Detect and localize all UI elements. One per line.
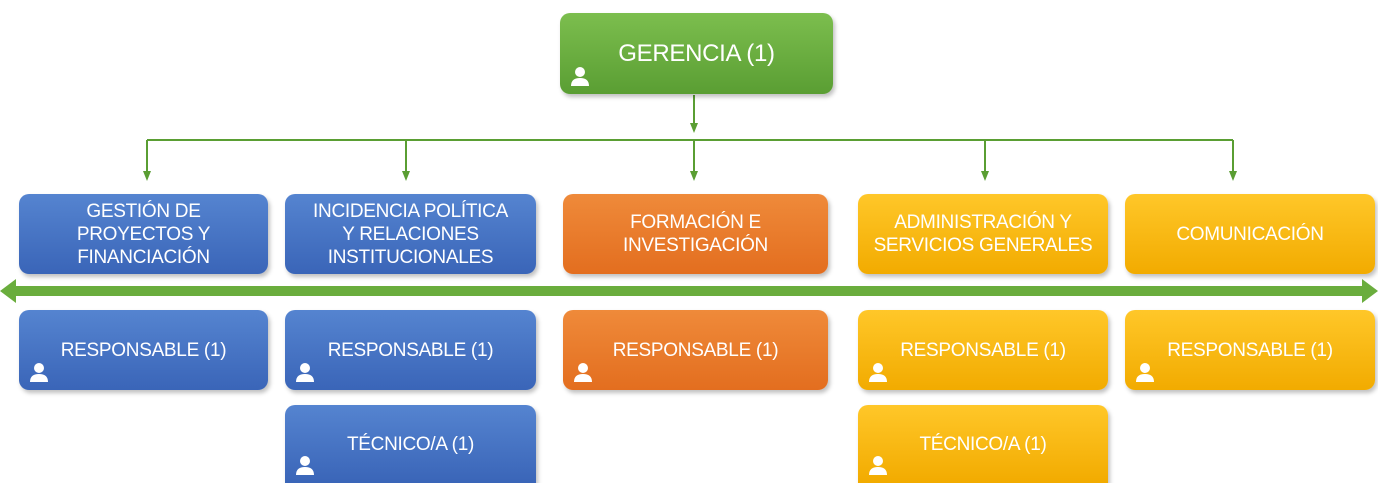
- role-responsable-formacion: RESPONSABLE (1): [563, 310, 828, 390]
- person-icon: [1136, 363, 1154, 382]
- dept-label: ADMINISTRACIÓN Y SERVICIOS GENERALES: [873, 212, 1093, 256]
- role-label: RESPONSABLE (1): [612, 339, 779, 361]
- role-label: RESPONSABLE (1): [900, 339, 1066, 361]
- person-icon: [574, 363, 592, 382]
- role-label: TÉCNICO/A (1): [346, 433, 474, 455]
- person-icon: [296, 363, 314, 382]
- role-label: RESPONSABLE (1): [1167, 339, 1333, 361]
- role-tecnico-incidencia: TÉCNICO/A (1): [285, 405, 536, 483]
- role-responsable-incidencia: RESPONSABLE (1): [285, 310, 536, 390]
- dept-label: GESTIÓN DE PROYECTOS Y FINANCIACIÓN: [76, 200, 211, 268]
- role-responsable-administracion: RESPONSABLE (1): [858, 310, 1108, 390]
- role-responsable-comunicacion: RESPONSABLE (1): [1125, 310, 1375, 390]
- person-icon: [869, 363, 887, 382]
- dept-comunicacion: COMUNICACIÓN: [1125, 194, 1375, 274]
- person-icon: [30, 363, 48, 382]
- dept-incidencia-politica: INCIDENCIA POLÍTICA Y RELACIONES INSTITU…: [285, 194, 536, 274]
- dept-formacion: FORMACIÓN E INVESTIGACIÓN: [563, 194, 828, 274]
- person-icon: [296, 456, 314, 475]
- role-tecnico-administracion: TÉCNICO/A (1): [858, 405, 1108, 483]
- dept-label: FORMACIÓN E INVESTIGACIÓN: [623, 212, 768, 256]
- dept-gestion-proyectos: GESTIÓN DE PROYECTOS Y FINANCIACIÓN: [19, 194, 268, 274]
- person-icon: [869, 456, 887, 475]
- dept-label: COMUNICACIÓN: [1176, 223, 1324, 245]
- person-icon: [571, 67, 589, 86]
- gerencia-label: GERENCIA (1): [618, 40, 775, 67]
- gerencia-box: GERENCIA (1): [560, 13, 833, 94]
- role-label: RESPONSABLE (1): [327, 339, 494, 361]
- dept-administracion: ADMINISTRACIÓN Y SERVICIOS GENERALES: [858, 194, 1108, 274]
- role-responsable-gestion: RESPONSABLE (1): [19, 310, 268, 390]
- role-label: RESPONSABLE (1): [60, 339, 227, 361]
- role-label: TÉCNICO/A (1): [919, 433, 1047, 455]
- double-arrow-bar: [0, 279, 1378, 303]
- dept-label: INCIDENCIA POLÍTICA Y RELACIONES INSTITU…: [313, 200, 508, 268]
